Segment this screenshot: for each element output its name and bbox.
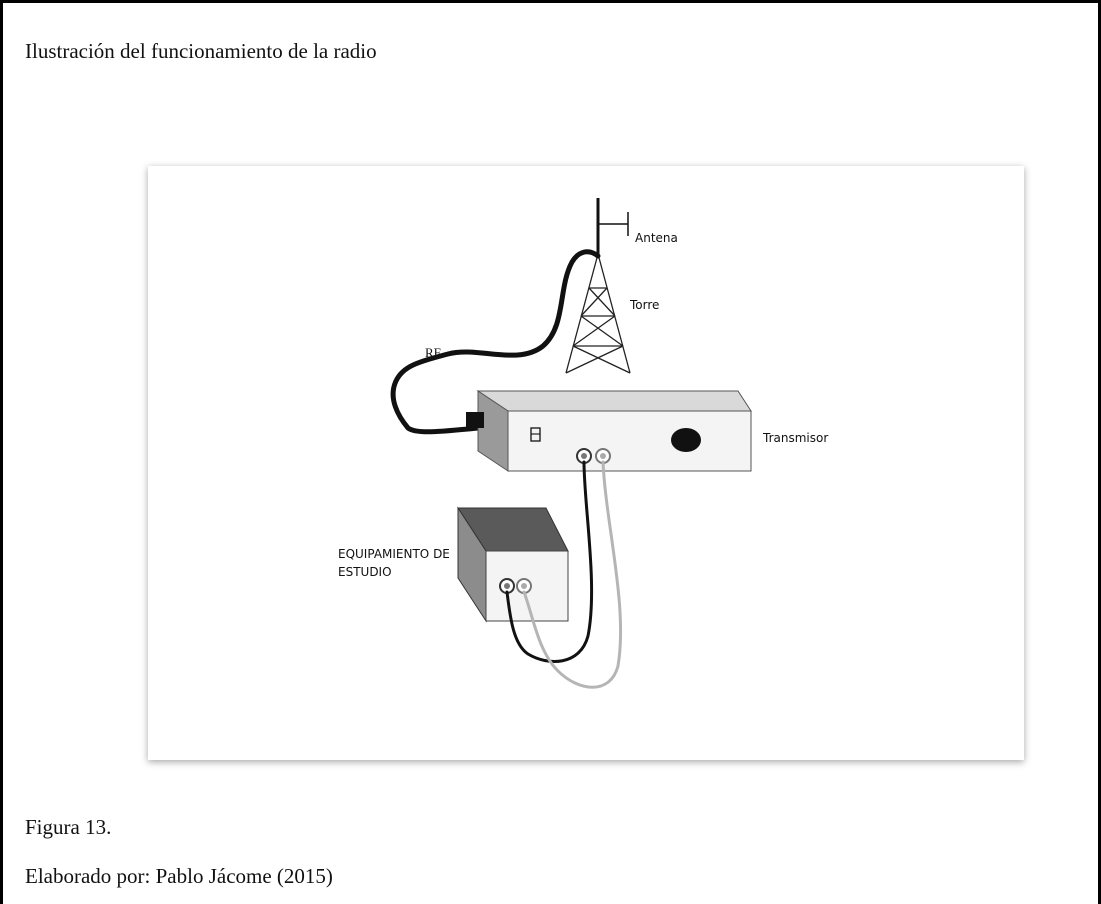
tower-label: Torre bbox=[629, 298, 659, 312]
figure-number: Figura 13. bbox=[25, 815, 112, 839]
studio-equipment-box bbox=[457, 506, 569, 623]
rf-cable bbox=[390, 249, 601, 435]
transmitter-box bbox=[466, 390, 752, 472]
audio-cable-light bbox=[522, 460, 623, 689]
figure-credit: Elaborado por: Pablo Jácome (2015) bbox=[25, 864, 333, 888]
figure-title: Ilustración del funcionamiento de la rad… bbox=[25, 39, 377, 63]
studio-label-line1: EQUIPAMIENTO DE bbox=[338, 547, 450, 561]
antenna-label: Antena bbox=[635, 231, 678, 245]
tower bbox=[565, 253, 631, 374]
antenna bbox=[596, 198, 629, 254]
radio-diagram-svg: Antena Torre RF bbox=[338, 198, 828, 689]
radio-diagram: Antena Torre RF bbox=[148, 166, 1024, 760]
transmitter-label: Transmisor bbox=[762, 431, 828, 445]
studio-label-line2: ESTUDIO bbox=[338, 565, 392, 579]
rf-label: RF bbox=[425, 345, 441, 360]
audio-cable-dark bbox=[505, 460, 594, 663]
